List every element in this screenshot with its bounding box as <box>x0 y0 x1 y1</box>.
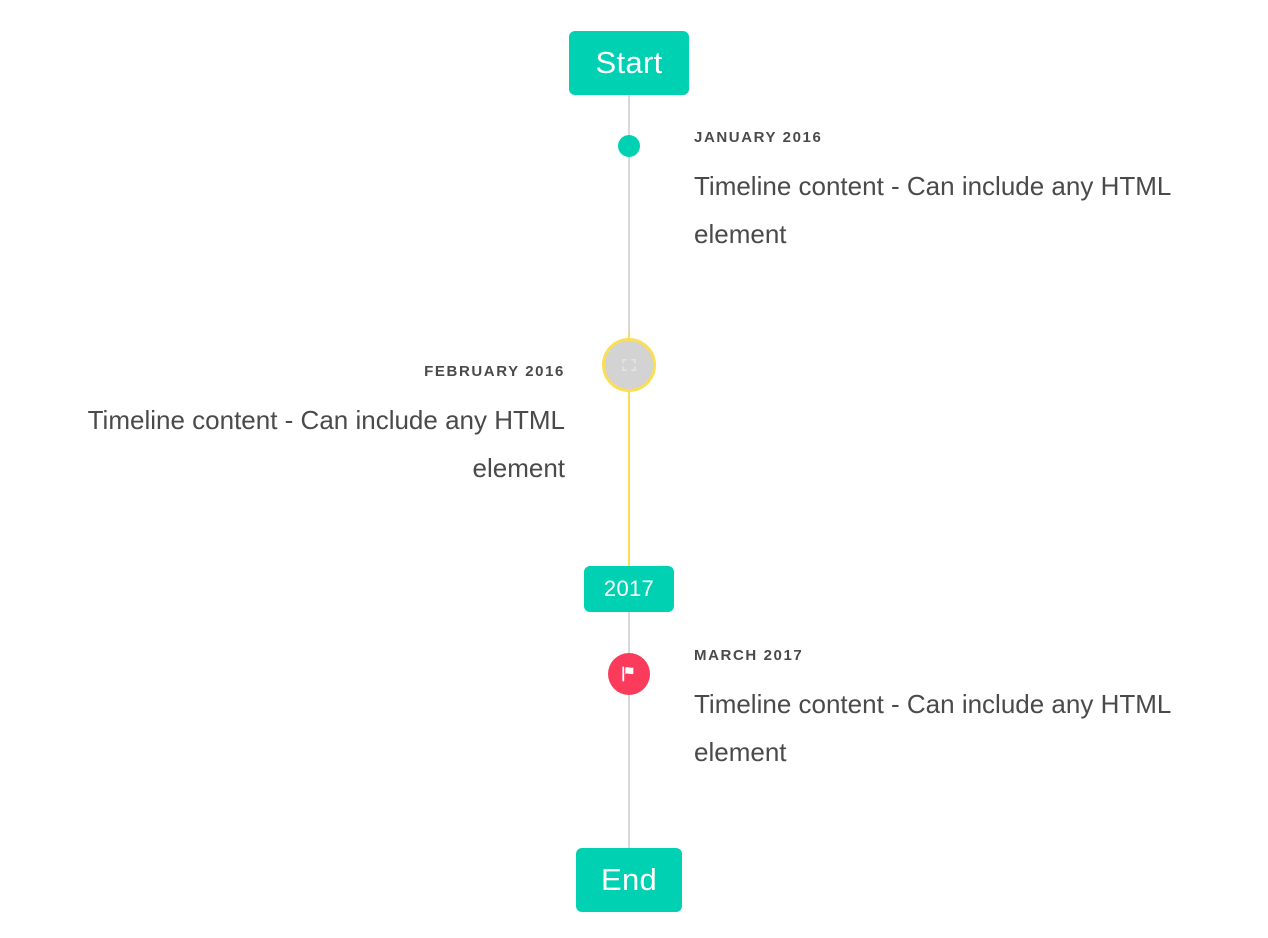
timeline-rail-segment-bottom <box>628 612 630 854</box>
timeline-item-heading: MARCH 2017 <box>694 647 804 664</box>
timeline-marker-flag-icon[interactable] <box>608 653 650 695</box>
timeline-marker-image-icon[interactable] <box>602 338 656 392</box>
timeline-start-badge[interactable]: Start <box>569 31 689 95</box>
timeline-content-march-2017: MARCH 2017 Timeline content - Can includ… <box>694 646 1218 776</box>
timeline-item-heading: JANUARY 2016 <box>694 129 823 146</box>
timeline-content-february-2016: FEBRUARY 2016 Timeline content - Can inc… <box>40 362 565 492</box>
timeline-rail-segment-top <box>628 95 630 333</box>
timeline-rail-segment-warning <box>628 333 630 566</box>
timeline-item-body: Timeline content - Can include any HTML … <box>694 171 1171 249</box>
timeline-item-body: Timeline content - Can include any HTML … <box>694 689 1171 767</box>
timeline-marker-dot-icon[interactable] <box>618 135 640 157</box>
timeline-item-heading: FEBRUARY 2016 <box>424 363 565 380</box>
timeline-end-badge[interactable]: End <box>576 848 682 912</box>
timeline-item-body: Timeline content - Can include any HTML … <box>87 405 565 483</box>
timeline-year-badge-2017[interactable]: 2017 <box>584 566 674 612</box>
timeline-content-january-2016: JANUARY 2016 Timeline content - Can incl… <box>694 128 1218 258</box>
